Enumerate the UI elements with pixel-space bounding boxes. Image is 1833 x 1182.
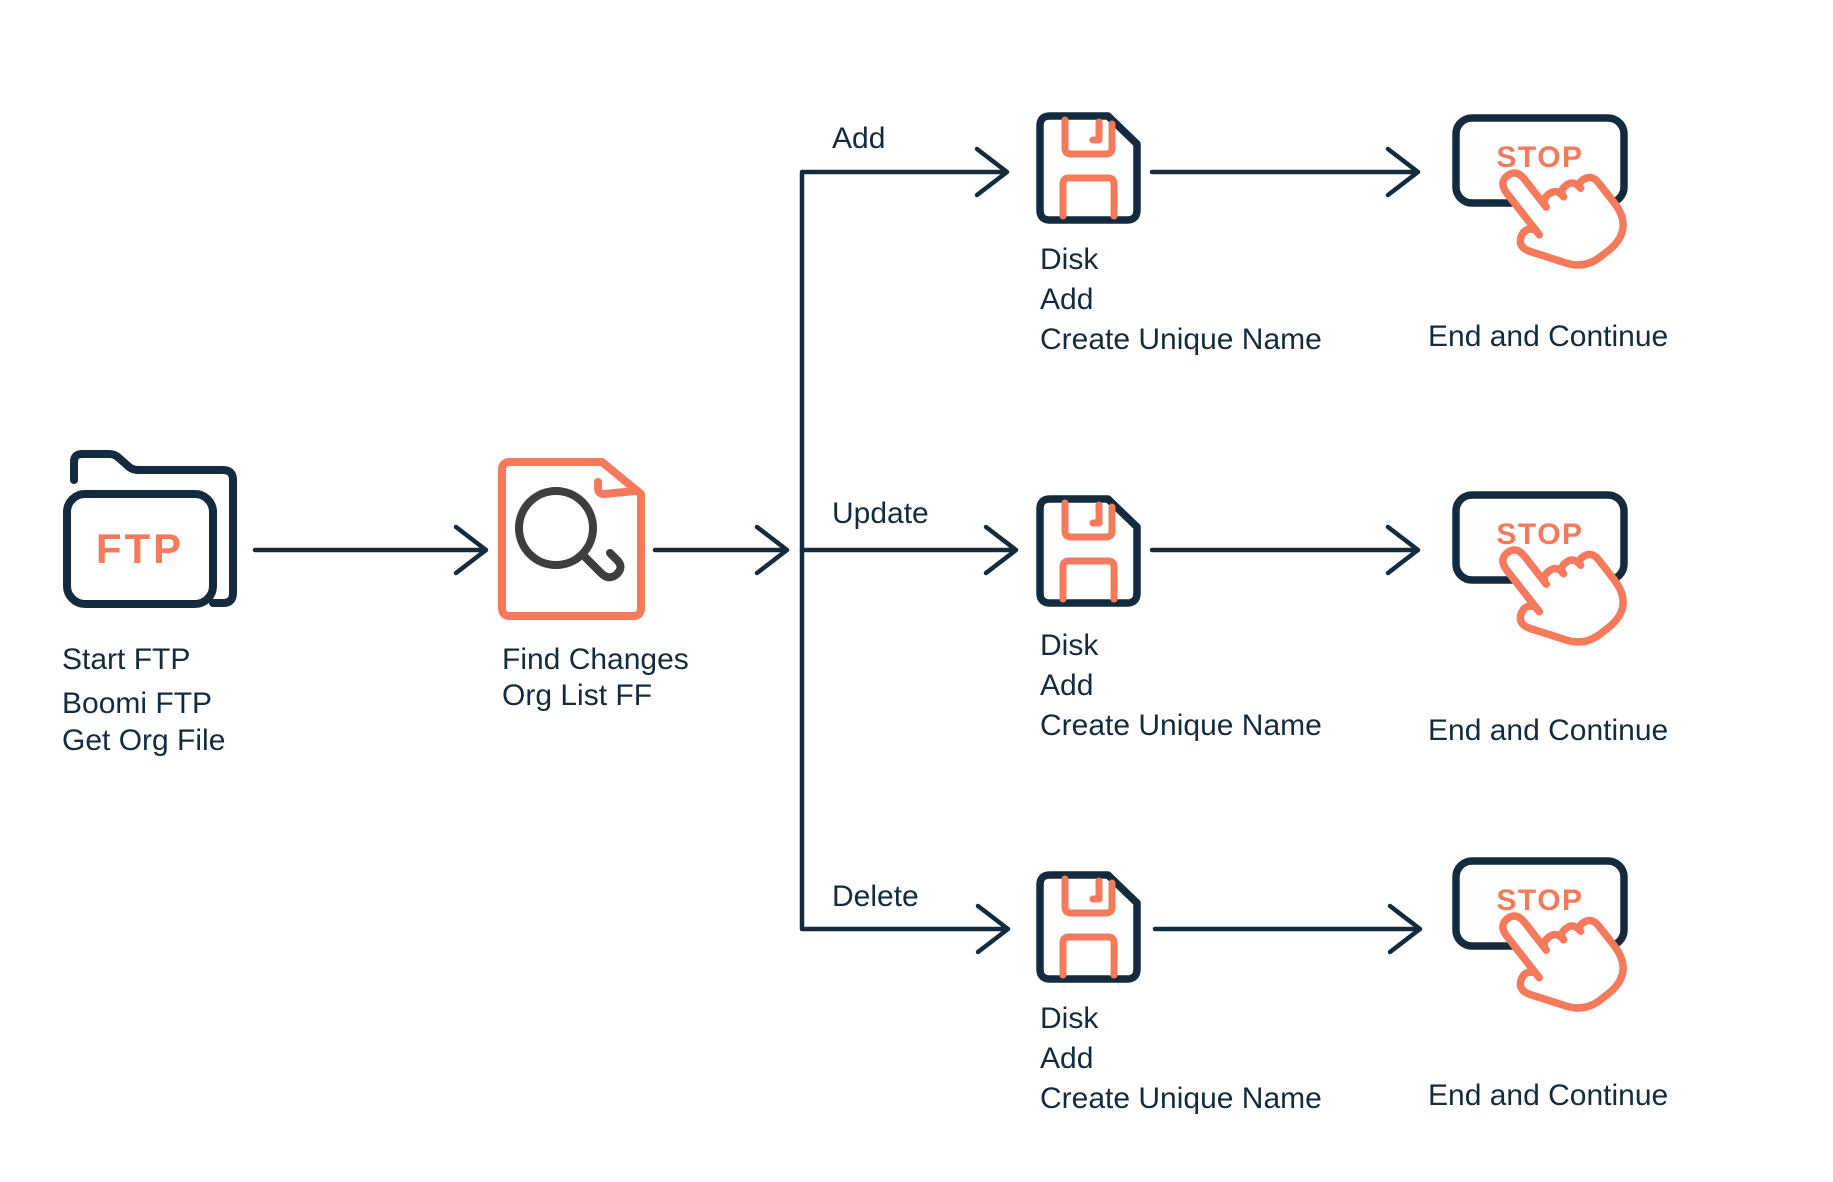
disk-label-line1: Disk [1040, 243, 1099, 276]
start-node-label-line1: Start FTP [62, 643, 191, 676]
end-continue-label: End and Continue [1428, 714, 1669, 747]
ftp-folder-icon [63, 450, 237, 608]
stop-button-text: STOP [1496, 518, 1584, 551]
disk-label-line1: Disk [1040, 629, 1099, 662]
pointer-hand-icon [1499, 912, 1627, 1012]
branch-add-label: Add [832, 122, 886, 155]
find-changes-labels: Find Changes Org List FF [502, 642, 689, 714]
ftp-folder-text: FTP [95, 525, 185, 572]
disk-label-line1: Disk [1040, 1002, 1099, 1035]
pointer-hand-icon [1499, 546, 1627, 646]
disk-add-labels: Disk Add Create Unique Name [1040, 240, 1322, 360]
floppy-disk-icon [1036, 495, 1141, 607]
disk-label-line2: Add [1040, 1042, 1094, 1075]
find-changes-label-line2: Org List FF [502, 679, 653, 712]
pointer-hand-icon [1499, 169, 1627, 269]
branch-update-label: Update [832, 497, 929, 530]
disk-label-line3: Create Unique Name [1040, 1082, 1322, 1115]
start-node-label-line2: Boomi FTP [62, 687, 213, 720]
disk-label-line3: Create Unique Name [1040, 709, 1322, 742]
disk-label-line2: Add [1040, 283, 1094, 316]
find-changes-label-line1: Find Changes [502, 643, 689, 676]
stop-button-text: STOP [1496, 141, 1584, 174]
branch-delete-label: Delete [832, 880, 919, 913]
end-continue-label: End and Continue [1428, 1079, 1669, 1112]
floppy-disk-icon [1036, 112, 1141, 224]
disk-label-line3: Create Unique Name [1040, 323, 1322, 356]
end-continue-label: End and Continue [1428, 320, 1669, 353]
disk-delete-labels: Disk Add Create Unique Name [1040, 999, 1322, 1119]
disk-update-labels: Disk Add Create Unique Name [1040, 626, 1322, 746]
start-node-labels: Start FTP Boomi FTP Get Org File [62, 640, 225, 759]
floppy-disk-icon [1036, 871, 1141, 983]
disk-label-line2: Add [1040, 669, 1094, 702]
stop-button-text: STOP [1496, 884, 1584, 917]
document-search-icon [498, 458, 645, 620]
start-node-label-line3: Get Org File [62, 724, 226, 757]
